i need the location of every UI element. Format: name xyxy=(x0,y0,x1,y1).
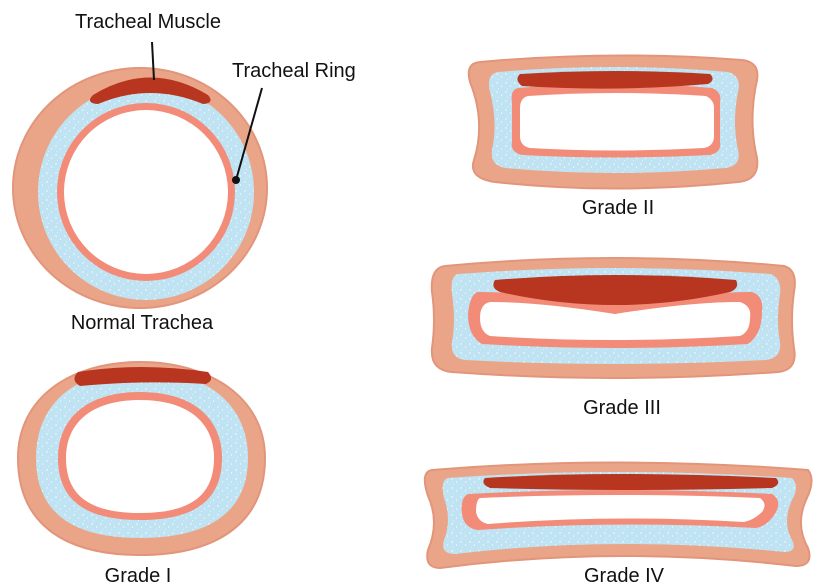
grade-2-label: Grade II xyxy=(582,198,654,218)
grade-2-trachea xyxy=(469,55,758,188)
normal-trachea-label: Normal Trachea xyxy=(71,313,213,333)
grade-3-trachea xyxy=(432,258,795,378)
tracheal-muscle-label: Tracheal Muscle xyxy=(75,12,221,32)
grade-4-trachea xyxy=(425,463,812,569)
tracheal-ring-label: Tracheal Ring xyxy=(232,61,356,81)
lumen xyxy=(66,400,214,513)
grade-1-label: Grade I xyxy=(105,566,172,586)
grade-1-trachea xyxy=(18,362,265,555)
lumen xyxy=(64,110,228,274)
tracheal-muscle xyxy=(483,474,778,490)
lumen xyxy=(520,93,714,151)
normal-trachea xyxy=(13,42,267,308)
grade-4-label: Grade IV xyxy=(584,566,664,586)
grade-3-label: Grade III xyxy=(583,398,661,418)
